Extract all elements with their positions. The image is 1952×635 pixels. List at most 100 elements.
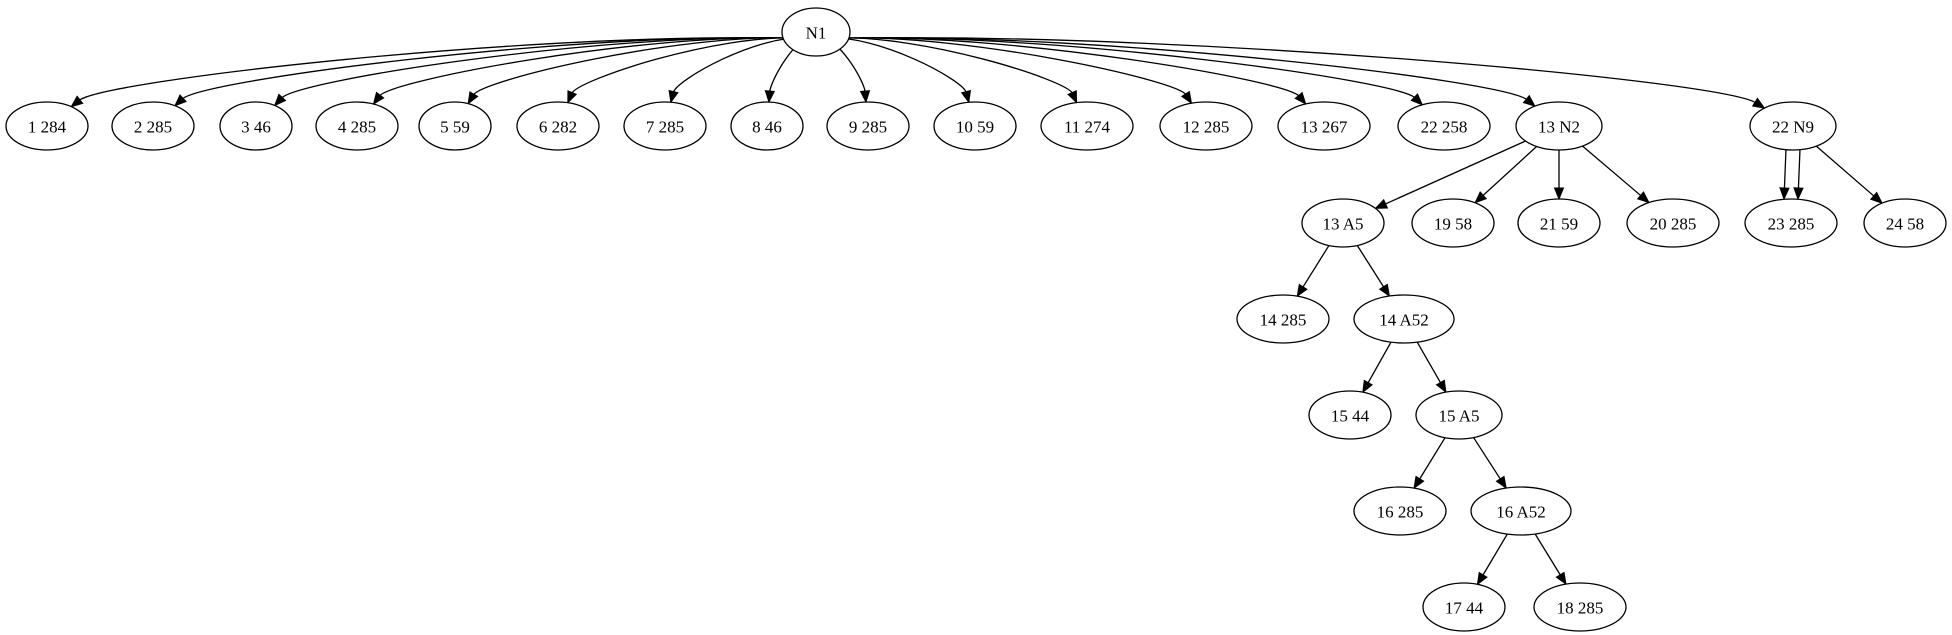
- node-ellipse: [1040, 101, 1134, 151]
- node-A5b: 15 A5: [1415, 390, 1503, 440]
- edge-N9-c24: [1815, 145, 1884, 204]
- arrowhead: [1374, 198, 1389, 209]
- edge-line: [846, 37, 1300, 97]
- node-ellipse: [1744, 198, 1838, 248]
- node-a5: 5 59: [418, 101, 492, 151]
- edge-line: [1582, 145, 1642, 197]
- node-f16: 16 285: [1353, 486, 1447, 536]
- node-ellipse: [315, 101, 399, 151]
- node-label: 8 46: [752, 118, 782, 137]
- node-label: 4 285: [338, 118, 376, 137]
- arrowhead: [764, 90, 776, 104]
- arrowhead: [1180, 90, 1193, 105]
- edge-A5a-d14: [1296, 245, 1330, 298]
- edge-line: [1482, 533, 1508, 577]
- edge-A52b-g17: [1476, 533, 1508, 586]
- edge-line: [1797, 148, 1801, 190]
- node-ellipse: [1415, 390, 1503, 440]
- arrowhead: [173, 94, 187, 107]
- node-b21: 21 59: [1517, 198, 1601, 248]
- edge-N1-a22: [853, 37, 1424, 106]
- node-label: 6 282: [539, 118, 577, 137]
- arrowhead: [1555, 571, 1567, 586]
- node-ellipse: [1411, 198, 1495, 248]
- arrowhead: [1793, 187, 1804, 201]
- node-ellipse: [516, 101, 600, 151]
- node-ellipse: [1517, 198, 1601, 248]
- edge-line: [181, 37, 777, 100]
- edge-line: [853, 37, 1416, 99]
- node-d14: 14 285: [1236, 294, 1330, 344]
- node-label: N1: [806, 24, 827, 43]
- edge-line: [832, 37, 1074, 94]
- edge-N1-a10: [825, 37, 972, 104]
- arrowhead: [1296, 283, 1308, 298]
- node-label: 2 285: [134, 118, 172, 137]
- node-ellipse: [1515, 101, 1603, 151]
- node-ellipse: [730, 101, 804, 151]
- arrowhead: [1474, 191, 1488, 204]
- arrowhead: [372, 91, 385, 106]
- edge-N1-a3: [273, 37, 783, 107]
- arrowhead: [467, 91, 479, 105]
- node-label: 13 A5: [1322, 215, 1363, 234]
- node-label: 14 A52: [1379, 311, 1429, 330]
- node-a2: 2 285: [111, 101, 195, 151]
- node-label: 20 285: [1650, 215, 1697, 234]
- edge-N1-a1: [70, 37, 770, 108]
- edge-N9-c23: [1779, 148, 1790, 201]
- node-a22: 22 258: [1397, 101, 1491, 151]
- arrowhead: [1362, 379, 1374, 394]
- edge-line: [472, 37, 795, 96]
- node-label: 13 267: [1301, 118, 1348, 137]
- node-label: 11 274: [1064, 118, 1111, 137]
- edge-line: [874, 37, 1757, 104]
- edge-line: [1534, 533, 1562, 576]
- edge-A52a-e15: [1362, 341, 1392, 394]
- edge-N1-N9: [874, 37, 1766, 109]
- node-label: 18 285: [1557, 599, 1604, 618]
- node-b19: 19 58: [1411, 198, 1495, 248]
- node-label: 23 285: [1768, 215, 1815, 234]
- edge-line: [1783, 148, 1787, 190]
- arrowhead: [859, 90, 871, 104]
- node-ellipse: [111, 101, 195, 151]
- edge-line: [1815, 145, 1875, 198]
- edge-line: [378, 37, 789, 97]
- edge-N9-c23: [1793, 148, 1804, 201]
- arrowhead: [1751, 97, 1766, 109]
- node-a7: 7 285: [623, 101, 707, 151]
- node-N2: 13 N2: [1515, 101, 1603, 151]
- arrowhead: [1294, 91, 1307, 105]
- node-label: 9 285: [849, 118, 887, 137]
- node-a12: 12 285: [1159, 101, 1253, 151]
- arrowhead: [1378, 283, 1391, 298]
- node-label: 14 285: [1260, 311, 1307, 330]
- arrowhead: [1522, 94, 1536, 107]
- node-ellipse: [1277, 101, 1371, 151]
- node-c23: 23 285: [1744, 198, 1838, 248]
- node-ellipse: [1308, 390, 1392, 440]
- node-ellipse: [1863, 198, 1947, 248]
- node-g17: 17 44: [1422, 582, 1506, 632]
- node-ellipse: [623, 101, 707, 151]
- arrowhead: [1636, 191, 1650, 204]
- edge-line: [1384, 140, 1526, 205]
- edge-line: [825, 37, 967, 93]
- edge-N2-b21: [1553, 150, 1565, 201]
- node-ellipse: [1470, 486, 1572, 536]
- node-a9: 9 285: [826, 101, 910, 151]
- node-ellipse: [5, 101, 89, 151]
- edge-N1-a7: [668, 37, 807, 104]
- node-ellipse: [418, 101, 492, 151]
- node-ellipse: [1236, 294, 1330, 344]
- node-a6: 6 282: [516, 101, 600, 151]
- arrowhead: [668, 89, 679, 104]
- node-label: 15 A5: [1438, 407, 1479, 426]
- edge-N1-a5: [467, 37, 795, 105]
- edge-N1-a11: [832, 37, 1078, 104]
- edge-line: [839, 37, 1187, 96]
- node-label: 16 285: [1377, 503, 1424, 522]
- edge-N1-a2: [173, 37, 777, 107]
